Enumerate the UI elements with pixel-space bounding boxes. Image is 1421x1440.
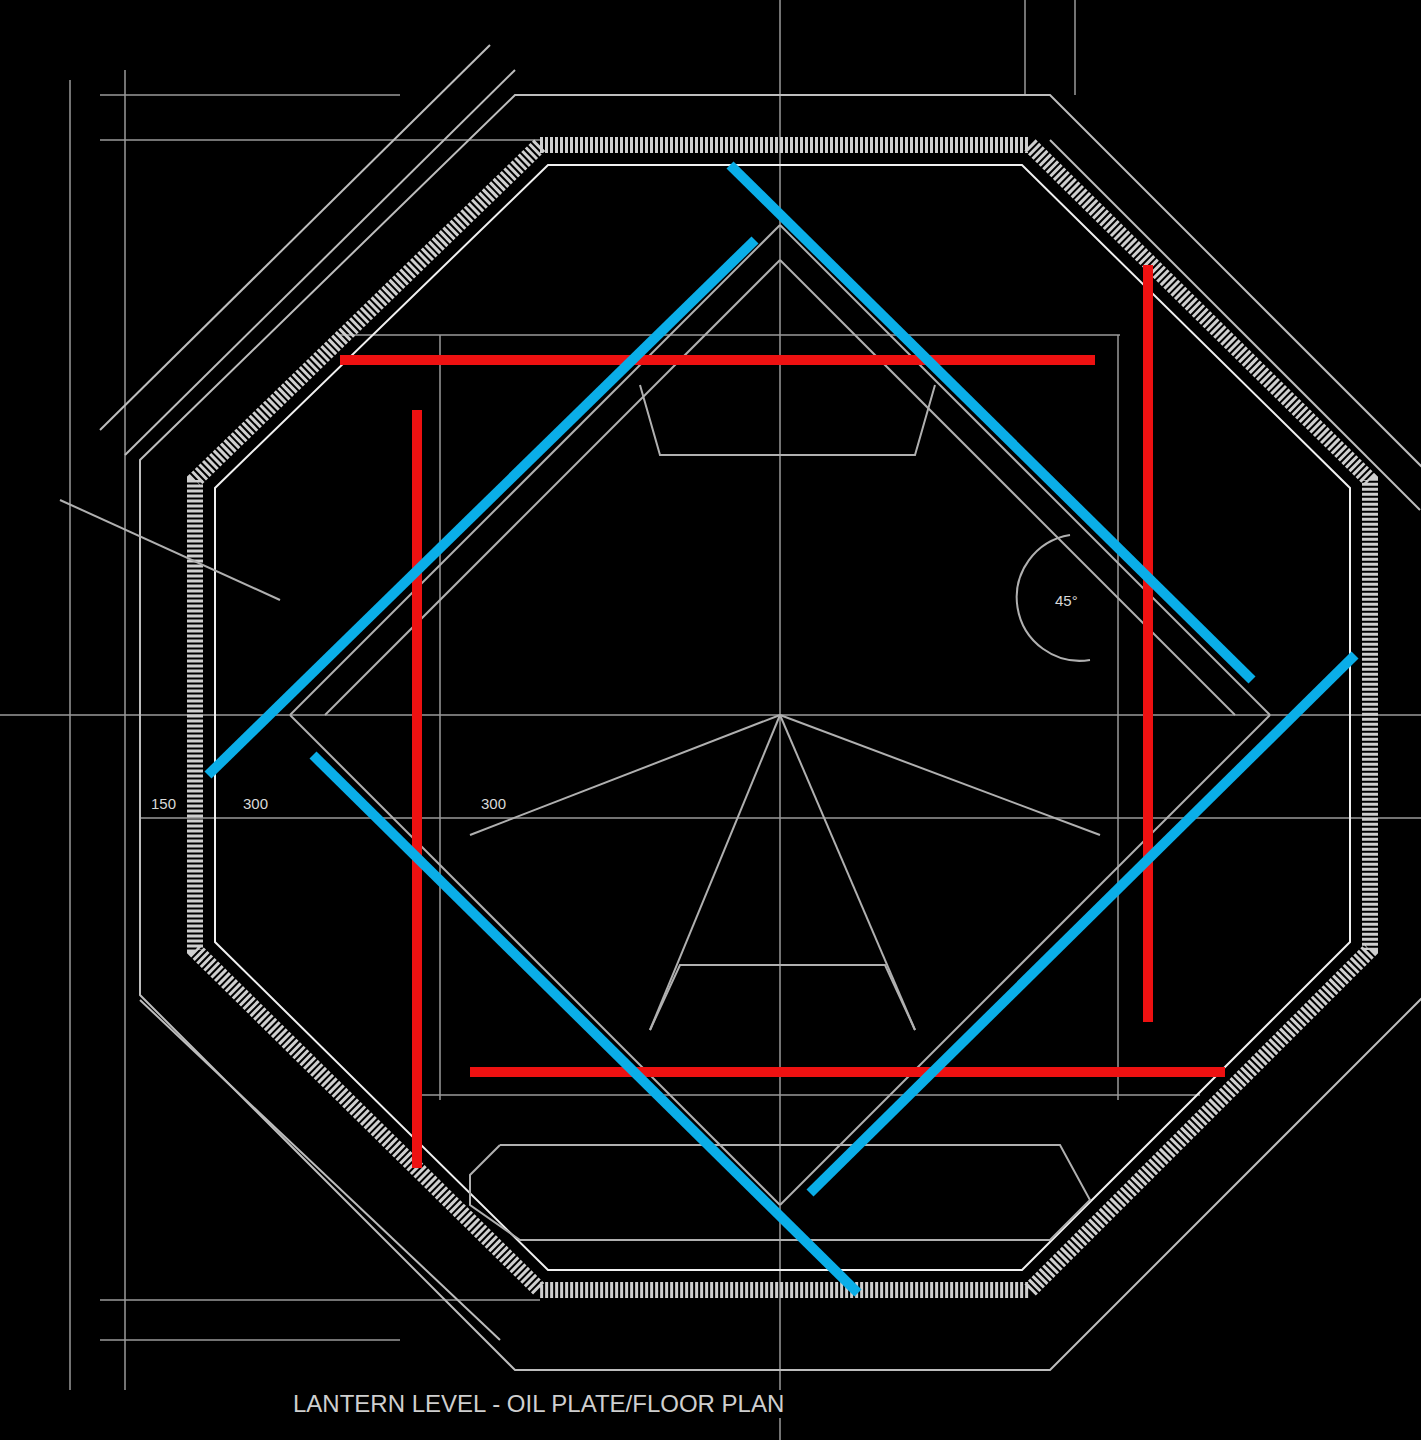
wall-octagon <box>195 145 1370 1290</box>
red-overlay-lines <box>340 265 1225 1168</box>
drawing-caption: LANTERN LEVEL - OIL PLATE/FLOOR PLAN <box>290 1390 787 1418</box>
dimension-label: 300 <box>240 795 271 814</box>
dimension-label: 150 <box>148 795 179 814</box>
dimension-label: 300 <box>478 795 509 814</box>
dimension-label: 45° <box>1052 592 1081 611</box>
outer-octagon <box>100 45 1421 1370</box>
inner-structure <box>60 225 1270 1240</box>
blue-overlay-lines <box>208 165 1355 1293</box>
